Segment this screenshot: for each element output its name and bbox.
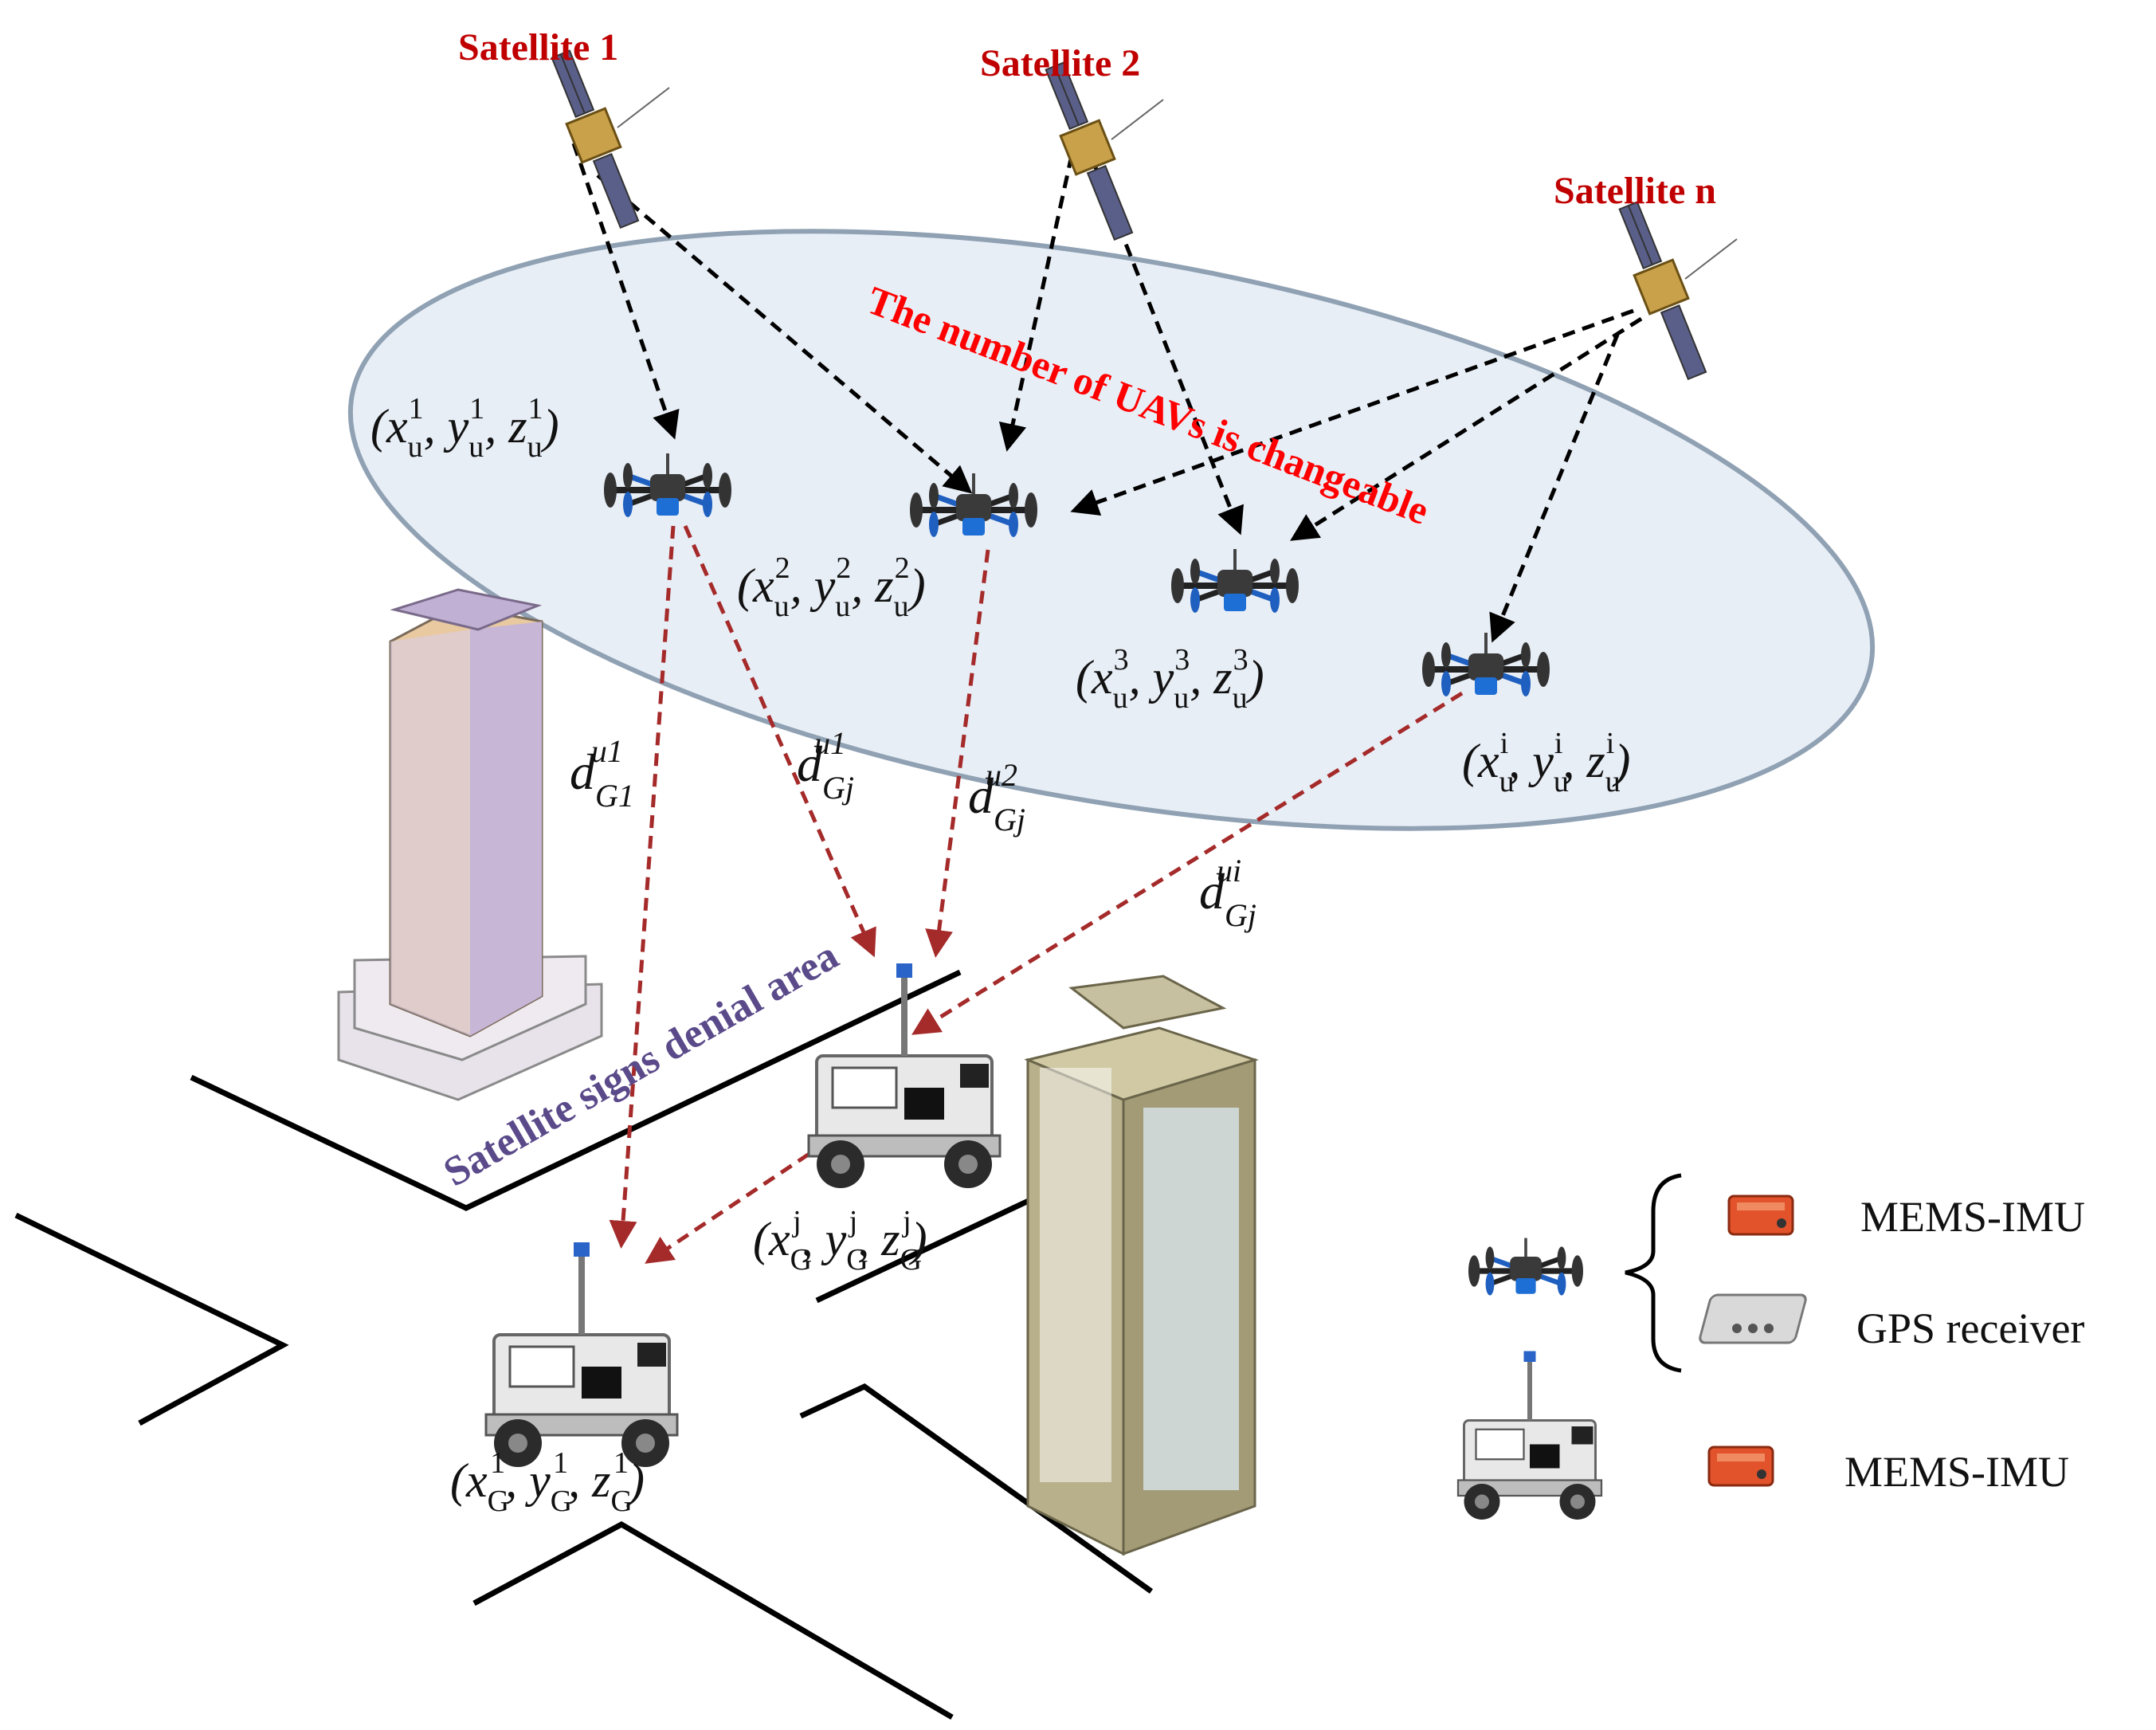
legend-uav-item-1: MEMS-IMU [1860, 1193, 2085, 1241]
building-left [337, 588, 603, 1101]
road-lines [14, 969, 1154, 1720]
legend-brace [1625, 1173, 1682, 1373]
legend-imu-icon-1 [1727, 1195, 1794, 1236]
ugv-j [809, 963, 1000, 1188]
uav-zone-ellipse [347, 229, 1876, 831]
uav-1-coord: (xu1, yu1, zu1) [370, 392, 559, 464]
legend-ugv [1458, 1351, 1601, 1520]
legend-uav [1468, 1238, 1583, 1296]
uav-2-coord: (xu2, yu2, zu2) [737, 551, 926, 623]
legend-imu-icon-2 [1707, 1446, 1774, 1487]
distance-Gj-u1: dGju1 [797, 725, 854, 806]
distance-Gj-ui: dGjui [1199, 853, 1256, 933]
ugv-1 [486, 1242, 677, 1467]
satellite-1: Satellite 1 [458, 26, 671, 229]
uav-i-coord: (xui, yui, zui) [1462, 727, 1630, 798]
satellite-n: Satellite n [1554, 170, 1739, 381]
satellite-2-label: Satellite 2 [980, 42, 1140, 84]
building-right [1024, 975, 1259, 1556]
distance-G1-u1: dG1u1 [570, 733, 634, 814]
ugv-j-coord: (xGj, yGj, zGj) [753, 1205, 927, 1277]
uav-3-coord: (xu3, yu3, zu3) [1076, 643, 1264, 715]
satellite-n-label: Satellite n [1554, 170, 1716, 212]
satellite-1-label: Satellite 1 [458, 26, 618, 69]
legend-gps-icon [1699, 1293, 1807, 1344]
distance-Gj-u2: dGju2 [968, 757, 1025, 838]
ugv-1-coord: (xG1, yG1, zG1) [450, 1446, 645, 1518]
legend-uav-item-2: GPS receiver [1856, 1304, 2084, 1352]
legend-ugv-item-1: MEMS-IMU [1844, 1448, 2069, 1496]
legend: MEMS-IMU GPS receiver MEMS-IMU [1458, 1173, 2085, 1520]
satellite-2: Satellite 2 [980, 42, 1165, 241]
